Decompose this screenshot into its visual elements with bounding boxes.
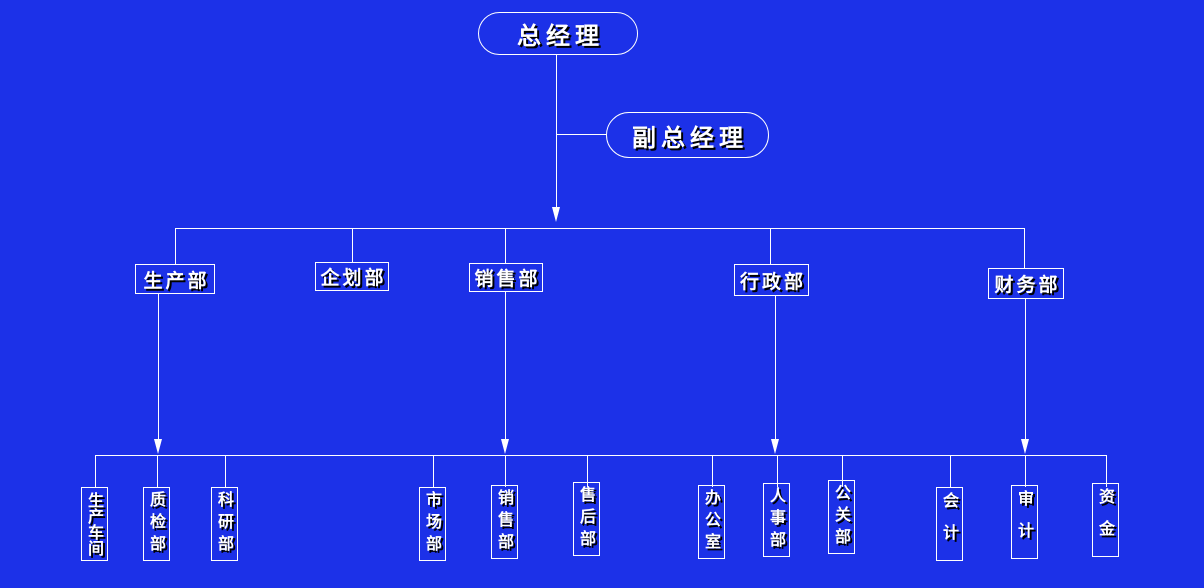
connector-drop-admin <box>770 228 771 264</box>
connector-drop-sub <box>712 455 713 487</box>
quality-inspection-node: 质检部 <box>143 487 170 561</box>
production-dept-label: 生产部 <box>143 269 210 292</box>
office-label: 办公室 <box>702 489 721 555</box>
connector-drop-planning <box>352 228 353 262</box>
connector-drop-sales <box>505 228 506 263</box>
arrow-down-icon <box>771 439 779 454</box>
admin-dept-node: 行政部 <box>734 264 809 296</box>
connector-drop-sub <box>1025 455 1026 487</box>
connector-drop-sub <box>777 455 778 487</box>
connector-drop-finance <box>1024 228 1025 268</box>
connector-sales-down <box>505 292 506 442</box>
general-manager-label: 总经理 <box>517 22 604 50</box>
research-dept-node: 科研部 <box>211 487 238 561</box>
connector-trunk <box>556 54 557 210</box>
research-dept-label: 科研部 <box>215 491 234 557</box>
connector-finance-down <box>1025 299 1026 442</box>
planning-dept-node: 企划部 <box>315 262 389 291</box>
sales-dept-node: 销售部 <box>469 263 543 292</box>
sales-dept-label: 销售部 <box>474 268 541 290</box>
connector-deputy-branch <box>556 134 607 135</box>
connector-drop-sub <box>505 455 506 487</box>
connector-production-down <box>158 294 159 442</box>
pr-dept-label: 公关部 <box>832 484 851 550</box>
office-node: 办公室 <box>698 485 725 559</box>
market-dept-label: 市场部 <box>423 491 442 557</box>
accounting-label: 会计 <box>940 492 959 556</box>
arrow-down-icon <box>1021 439 1029 454</box>
connector-drop-sub <box>95 455 96 487</box>
connector-drop-sub <box>157 455 158 487</box>
connector-drop-sub <box>433 455 434 487</box>
quality-inspection-label: 质检部 <box>147 491 166 557</box>
accounting-node: 会计 <box>936 487 963 561</box>
funds-label: 资金 <box>1096 488 1115 552</box>
hr-dept-node: 人事部 <box>763 483 790 557</box>
planning-dept-label: 企划部 <box>320 267 387 289</box>
connector-drop-sub <box>225 455 226 487</box>
production-workshop-node: 生产车间 <box>81 487 108 561</box>
production-dept-node: 生产部 <box>135 264 215 294</box>
deputy-general-manager-label: 副总经理 <box>632 123 748 152</box>
connector-drop-sub <box>842 455 843 487</box>
arrow-down-icon <box>154 439 162 454</box>
arrow-down-icon <box>552 207 560 222</box>
connector-drop-sub <box>587 455 588 487</box>
connector-drop-sub <box>950 455 951 487</box>
connector-level2-rail <box>175 228 1025 229</box>
aftersales-dept-label: 售后部 <box>577 486 596 552</box>
connector-drop-production <box>175 228 176 264</box>
general-manager-node: 总经理 <box>478 12 638 55</box>
connector-admin-down <box>775 296 776 442</box>
finance-dept-label: 财务部 <box>994 274 1061 296</box>
arrow-down-icon <box>501 439 509 454</box>
connector-drop-sub <box>1106 455 1107 487</box>
deputy-general-manager-node: 副总经理 <box>606 112 769 158</box>
admin-dept-label: 行政部 <box>739 270 806 293</box>
market-dept-node: 市场部 <box>419 487 446 561</box>
connector-level3-rail <box>95 455 1107 456</box>
audit-label: 审计 <box>1015 490 1034 554</box>
sales-sub-dept-node: 销售部 <box>491 485 518 559</box>
finance-dept-node: 财务部 <box>988 268 1064 299</box>
pr-dept-node: 公关部 <box>828 480 855 554</box>
funds-node: 资金 <box>1092 483 1119 557</box>
aftersales-dept-node: 售后部 <box>573 482 600 556</box>
sales-sub-dept-label: 销售部 <box>495 489 514 555</box>
production-workshop-label: 生产车间 <box>85 492 104 556</box>
hr-dept-label: 人事部 <box>767 487 786 553</box>
audit-node: 审计 <box>1011 485 1038 559</box>
